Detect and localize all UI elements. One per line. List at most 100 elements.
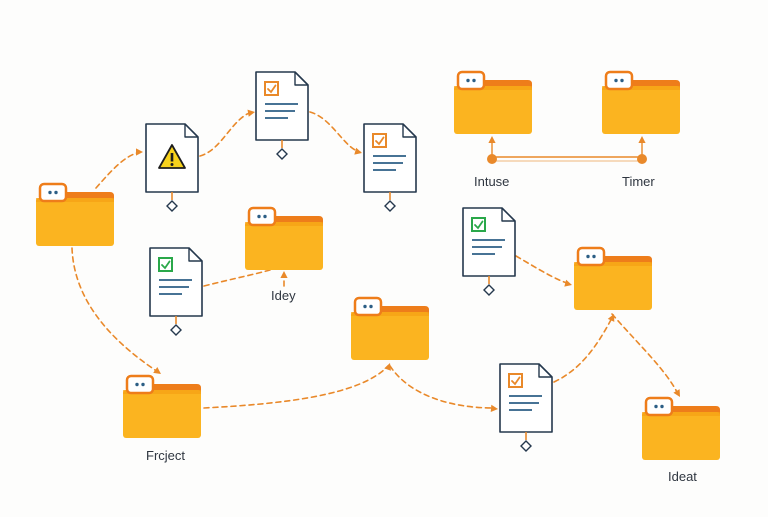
tag-dot bbox=[141, 382, 145, 387]
arrow-head bbox=[673, 389, 680, 397]
timeline-node bbox=[637, 154, 647, 164]
diamond-node-icon bbox=[166, 200, 178, 212]
arrow-head bbox=[354, 147, 362, 155]
connector-doc-bottom-to-right-mid bbox=[553, 317, 613, 383]
tag-dot bbox=[472, 78, 476, 83]
label-ideat: Ideat bbox=[668, 469, 697, 484]
document-fold bbox=[294, 72, 308, 86]
document-fold bbox=[188, 248, 202, 262]
connector-left-to-project bbox=[71, 247, 159, 373]
warning-icon-dot bbox=[170, 163, 174, 166]
arrow-head bbox=[488, 136, 496, 143]
label-idey: Idey bbox=[271, 288, 296, 303]
tag-dot bbox=[620, 78, 624, 83]
folder-ideat bbox=[642, 396, 720, 460]
folder-intuse bbox=[454, 70, 532, 134]
arrow-head bbox=[136, 148, 143, 156]
folder-label-tag bbox=[353, 296, 383, 317]
folder-body bbox=[245, 222, 323, 270]
folder-project bbox=[123, 374, 201, 438]
folder-label-tag bbox=[38, 182, 68, 203]
doc-green-right bbox=[462, 207, 516, 296]
document-fold bbox=[501, 208, 515, 222]
folder-edge bbox=[123, 390, 201, 394]
folder-body bbox=[123, 390, 201, 438]
folder-body bbox=[602, 86, 680, 134]
orange-check-icon bbox=[264, 81, 279, 96]
doc-top bbox=[255, 71, 309, 160]
folder-edge bbox=[574, 262, 652, 266]
folder-body bbox=[454, 86, 532, 134]
green-check-icon bbox=[158, 257, 173, 272]
arrow-head bbox=[384, 363, 391, 371]
tag-dot bbox=[363, 304, 367, 309]
folder-label-tag bbox=[576, 246, 606, 267]
check-mark bbox=[375, 136, 385, 146]
check-mark bbox=[267, 84, 277, 94]
tag-dot bbox=[54, 190, 58, 195]
folder-label-tag bbox=[125, 374, 155, 395]
tag-dot bbox=[48, 190, 52, 195]
doc-top-right bbox=[363, 123, 417, 212]
orange-check-icon bbox=[508, 373, 523, 388]
connector-left-to-warning bbox=[95, 151, 141, 189]
document-page bbox=[363, 123, 417, 193]
document-page bbox=[462, 207, 516, 277]
folder-left bbox=[36, 182, 114, 246]
folder-edge bbox=[351, 312, 429, 316]
document-page bbox=[149, 247, 203, 317]
connector-green-right-to-right-mid bbox=[515, 255, 571, 285]
folder-edge bbox=[245, 222, 323, 226]
tag-dot bbox=[654, 404, 658, 409]
connector-green-left-to-idey bbox=[203, 269, 271, 287]
folder-timer bbox=[602, 70, 680, 134]
tag-dot bbox=[135, 382, 139, 387]
doc-green-left bbox=[149, 247, 203, 336]
diamond-node-icon bbox=[384, 200, 396, 212]
label-project: Frcject bbox=[146, 448, 185, 463]
folder-edge bbox=[642, 412, 720, 416]
arrow-head bbox=[638, 136, 646, 143]
tag-dot bbox=[614, 78, 618, 83]
arrow-head bbox=[490, 404, 498, 412]
connector-doc-top-to-doc-top-right bbox=[309, 111, 361, 153]
folder-edge bbox=[454, 86, 532, 90]
tag-dot bbox=[257, 214, 261, 219]
folder-body bbox=[642, 412, 720, 460]
tag-dot bbox=[369, 304, 373, 309]
connector-right-mid-to-ideat bbox=[611, 313, 679, 395]
document-fold bbox=[538, 364, 552, 378]
arrow-head bbox=[564, 279, 572, 287]
arrow-head bbox=[247, 109, 255, 117]
warning-icon-bar bbox=[170, 153, 174, 162]
check-mark bbox=[474, 220, 484, 230]
tag-dot bbox=[660, 404, 664, 409]
label-timer: Timer bbox=[622, 174, 655, 189]
diamond-node-icon bbox=[483, 284, 495, 296]
green-check-icon bbox=[471, 217, 486, 232]
document-page bbox=[255, 71, 309, 141]
connector-center-to-doc-bottom bbox=[389, 365, 495, 409]
timeline-node bbox=[487, 154, 497, 164]
doc-bottom bbox=[499, 363, 553, 452]
connector-project-to-center bbox=[203, 365, 389, 409]
connector-warning-to-doc-top bbox=[199, 111, 253, 157]
document-fold bbox=[402, 124, 416, 138]
label-intuse: Intuse bbox=[474, 174, 510, 189]
tag-dot bbox=[263, 214, 267, 219]
doc-warning bbox=[145, 123, 199, 212]
folder-center bbox=[351, 296, 429, 360]
folder-edge bbox=[602, 86, 680, 90]
folder-idey bbox=[245, 206, 323, 270]
folder-label-tag bbox=[604, 70, 634, 91]
folder-label-tag bbox=[644, 396, 674, 417]
diamond-node-icon bbox=[170, 324, 182, 336]
diamond-node-icon bbox=[276, 148, 288, 160]
folder-edge bbox=[36, 198, 114, 202]
arrow-head bbox=[153, 367, 161, 374]
diamond-node-icon bbox=[520, 440, 532, 452]
tag-dot bbox=[586, 254, 590, 259]
folder-label-tag bbox=[456, 70, 486, 91]
